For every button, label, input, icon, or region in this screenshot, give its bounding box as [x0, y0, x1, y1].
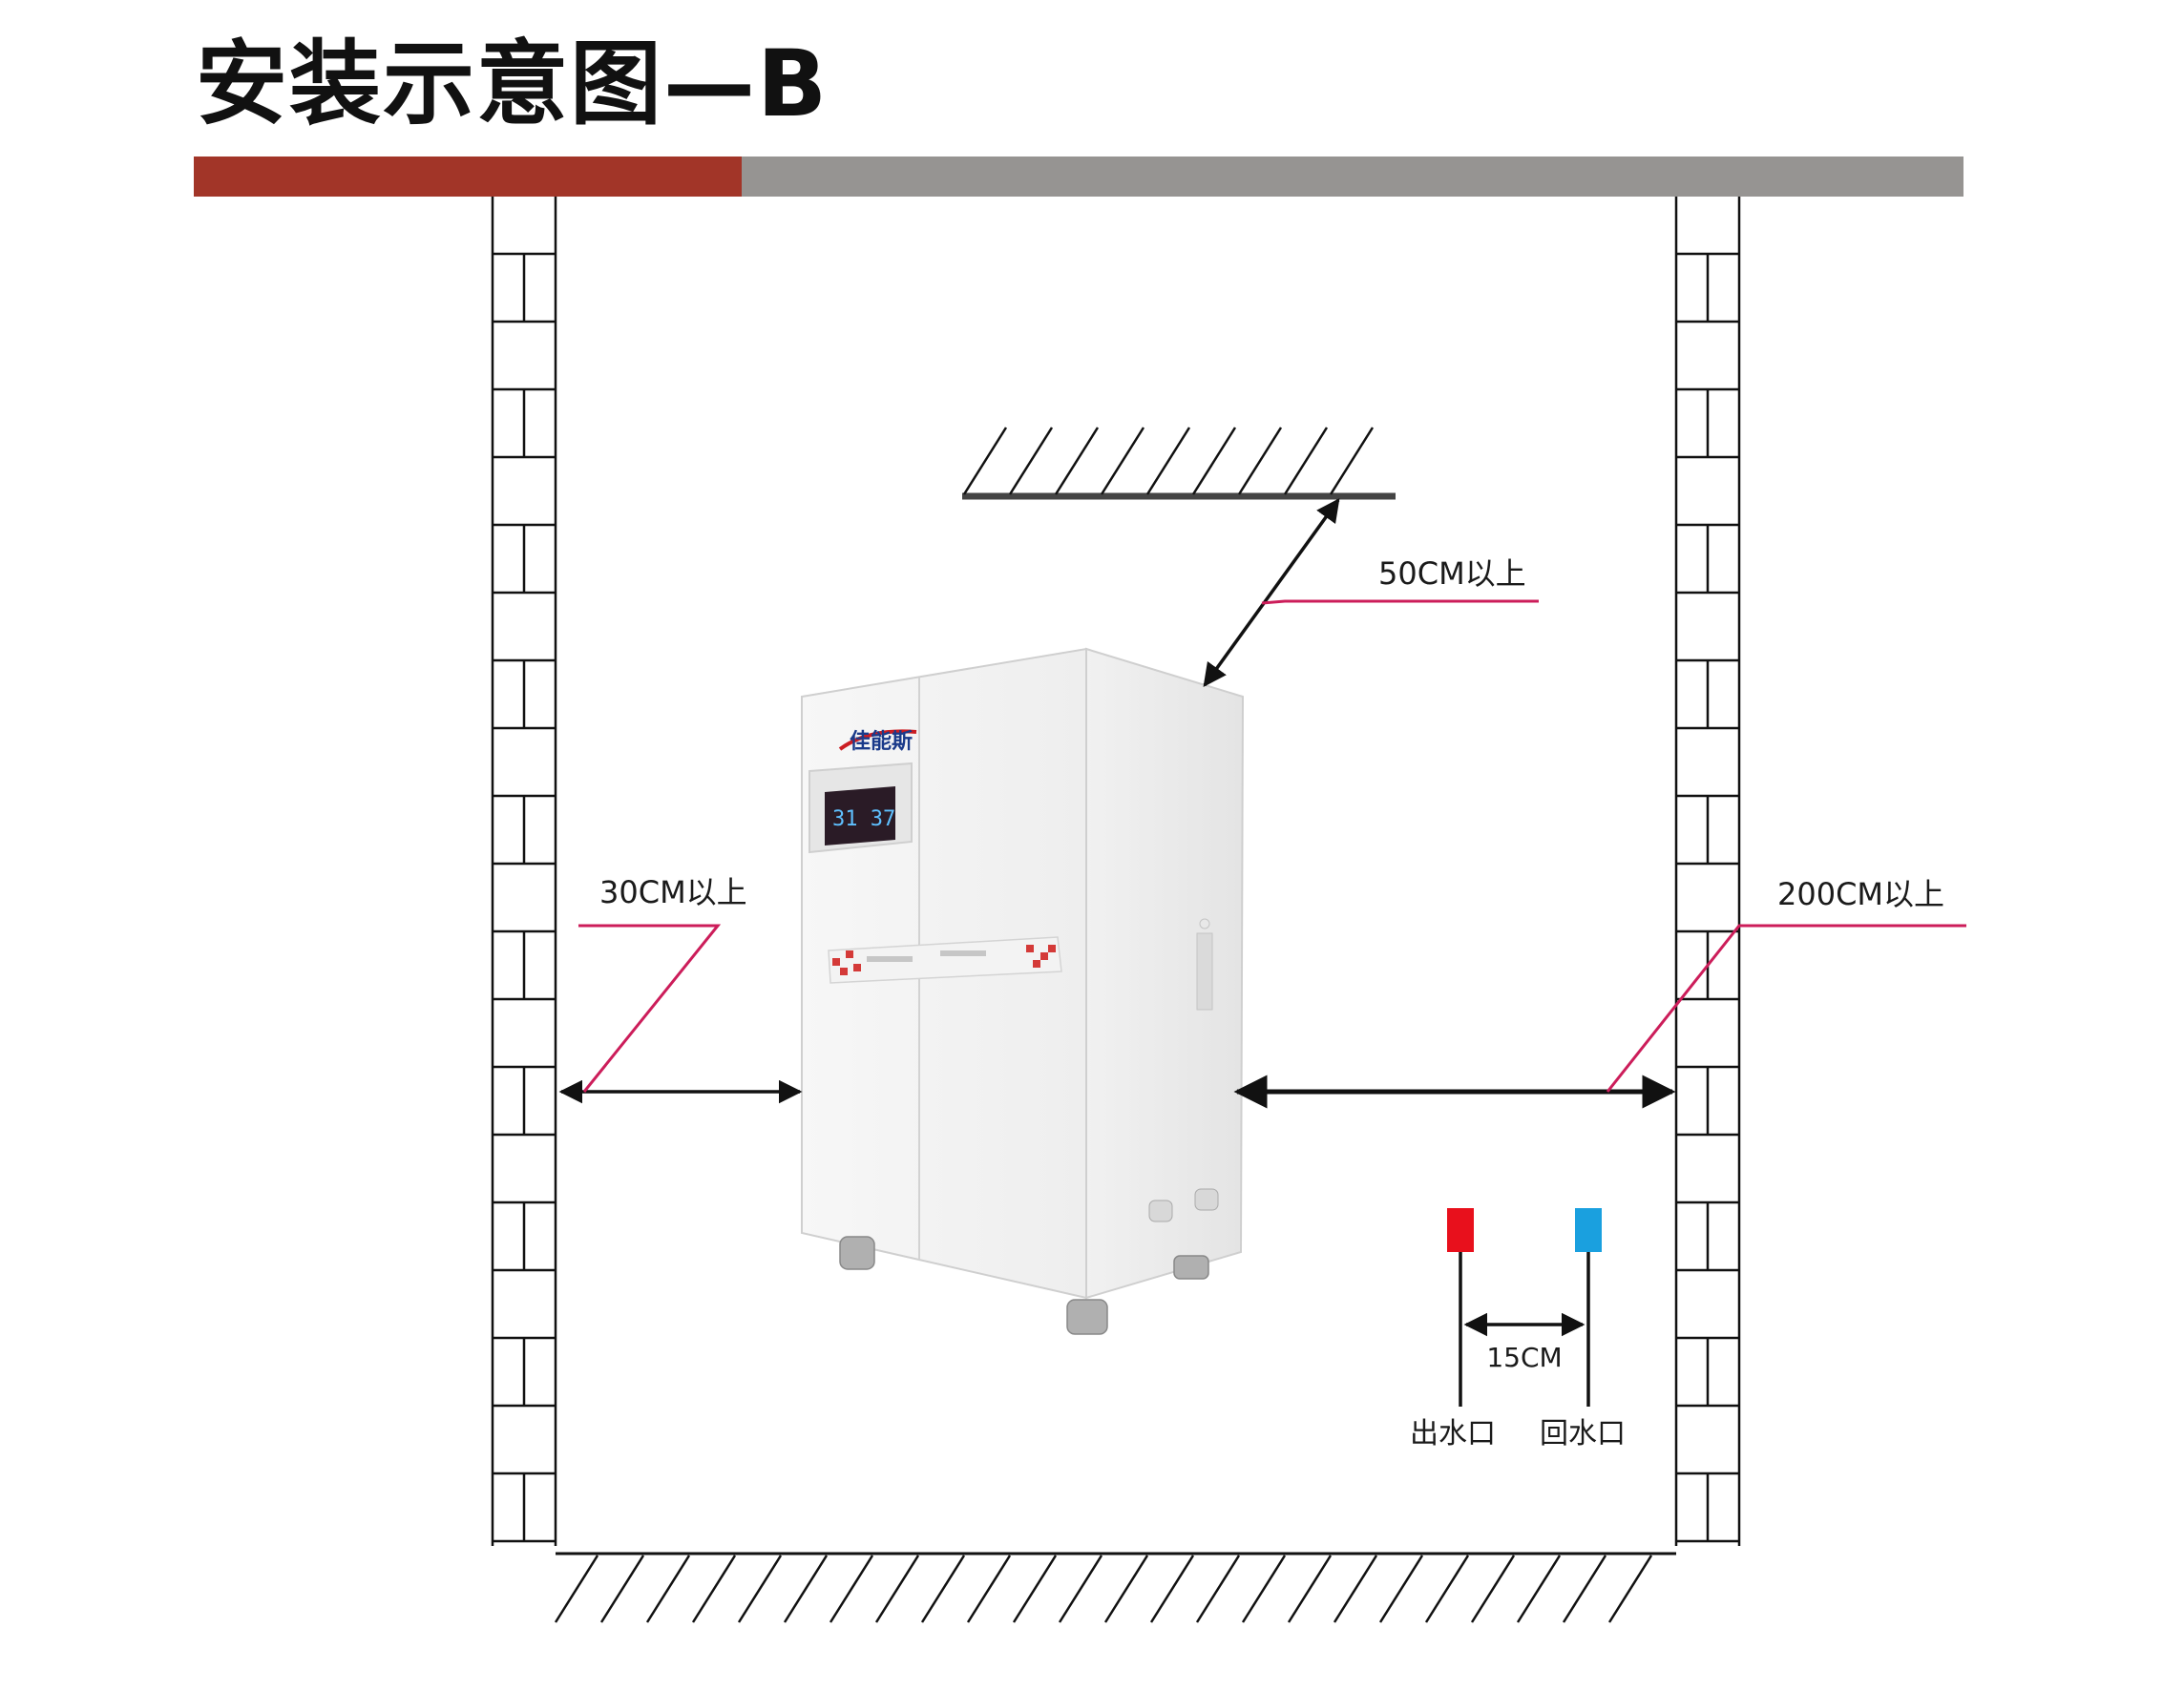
return-pipe-marker — [1575, 1208, 1602, 1252]
right-clearance-dimension: 200CM以上 — [1233, 876, 1966, 1109]
svg-text:佳能斯: 佳能斯 — [850, 729, 913, 754]
brand-logo: 佳能斯 — [838, 729, 917, 754]
outlet-pipe-marker — [1447, 1208, 1474, 1252]
top-clearance-dimension: 50CM以上 — [1203, 498, 1539, 687]
outlet-label: 出水口 — [1410, 1417, 1496, 1451]
ceiling — [962, 427, 1396, 500]
left-clearance-dimension: 30CM以上 — [558, 874, 803, 1104]
page-title: 安装示意图—B — [196, 31, 830, 137]
pipe-connectors — [1148, 1188, 1219, 1222]
left-clearance-label: 30CM以上 — [599, 874, 747, 910]
svg-text:31 37: 31 37 — [832, 807, 895, 831]
right-brick-wall — [1674, 197, 1741, 1546]
casters — [839, 1236, 1209, 1335]
left-brick-wall — [491, 197, 557, 1546]
pipe-spacing-label: 15CM — [1486, 1342, 1562, 1373]
floor — [554, 1552, 1676, 1623]
water-heater-unit: 佳能斯 31 37 — [801, 647, 1245, 1335]
top-clearance-label: 50CM以上 — [1378, 555, 1526, 592]
pipe-spacing-legend: 15CM 出水口 回水口 — [1410, 1208, 1626, 1451]
control-display: 31 37 — [808, 762, 913, 854]
front-stripe-decal — [828, 936, 1062, 984]
title-underline-bar — [742, 157, 1964, 197]
title-underline-accent — [194, 157, 742, 197]
right-clearance-label: 200CM以上 — [1777, 876, 1944, 912]
return-label: 回水口 — [1540, 1417, 1626, 1451]
